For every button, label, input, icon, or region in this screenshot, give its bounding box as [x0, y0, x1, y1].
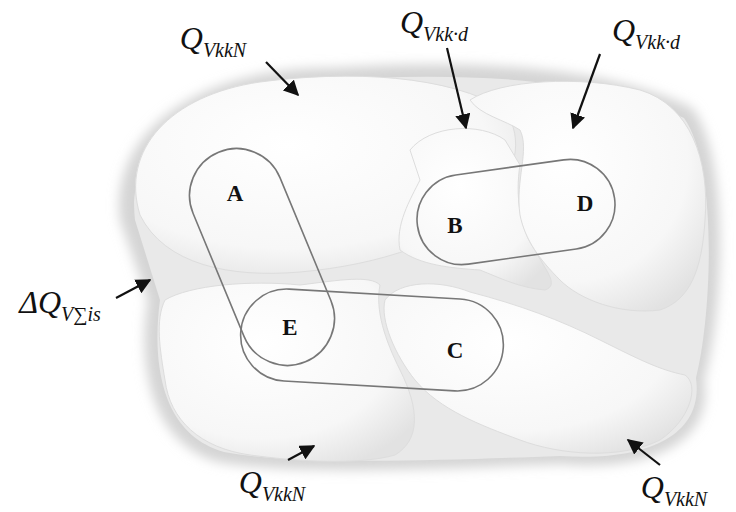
quantity-label: QVkk·d — [612, 14, 680, 46]
symbol-main: Q — [400, 4, 423, 40]
leader-arrow — [116, 280, 150, 298]
lump-top-right — [470, 81, 706, 311]
symbol-main: Q — [612, 12, 635, 48]
lump-bottom-right — [384, 284, 692, 453]
region-letter: C — [447, 339, 464, 362]
symbol-subscript: VkkN — [203, 39, 246, 61]
symbol-subscript: VkkN — [664, 488, 707, 510]
shadow-halo — [119, 64, 720, 470]
lump-bottom-left — [159, 279, 414, 461]
quantity-label: QVkk·d — [400, 6, 468, 38]
quantity-label: ΔQV∑is — [19, 286, 101, 318]
symbol-main: Q — [180, 20, 203, 56]
quantity-label: QVkkN — [239, 466, 305, 498]
symbol-main: ΔQ — [19, 284, 61, 320]
symbol-main: Q — [239, 464, 262, 500]
region-letter: D — [577, 192, 594, 215]
quantity-label: QVkkN — [641, 471, 707, 503]
region-letter: B — [447, 214, 462, 237]
group-capsule — [238, 287, 506, 394]
symbol-main: Q — [641, 469, 664, 505]
group-capsule — [175, 134, 349, 380]
region-letter: E — [282, 316, 297, 339]
gap-ground — [134, 77, 709, 461]
leader-arrow — [628, 440, 660, 465]
symbol-subscript: Vkk·d — [635, 31, 680, 53]
region-letter: A — [227, 182, 244, 205]
group-capsule — [411, 154, 621, 271]
symbol-subscript: Vkk·d — [423, 23, 468, 45]
leader-arrow — [573, 54, 600, 128]
symbol-subscript: V∑is — [61, 303, 101, 325]
leader-arrow — [447, 48, 466, 128]
symbol-subscript: VkkN — [262, 483, 305, 505]
quantity-label: QVkkN — [180, 22, 246, 54]
leader-arrow — [266, 62, 298, 95]
leader-arrow — [288, 446, 314, 460]
